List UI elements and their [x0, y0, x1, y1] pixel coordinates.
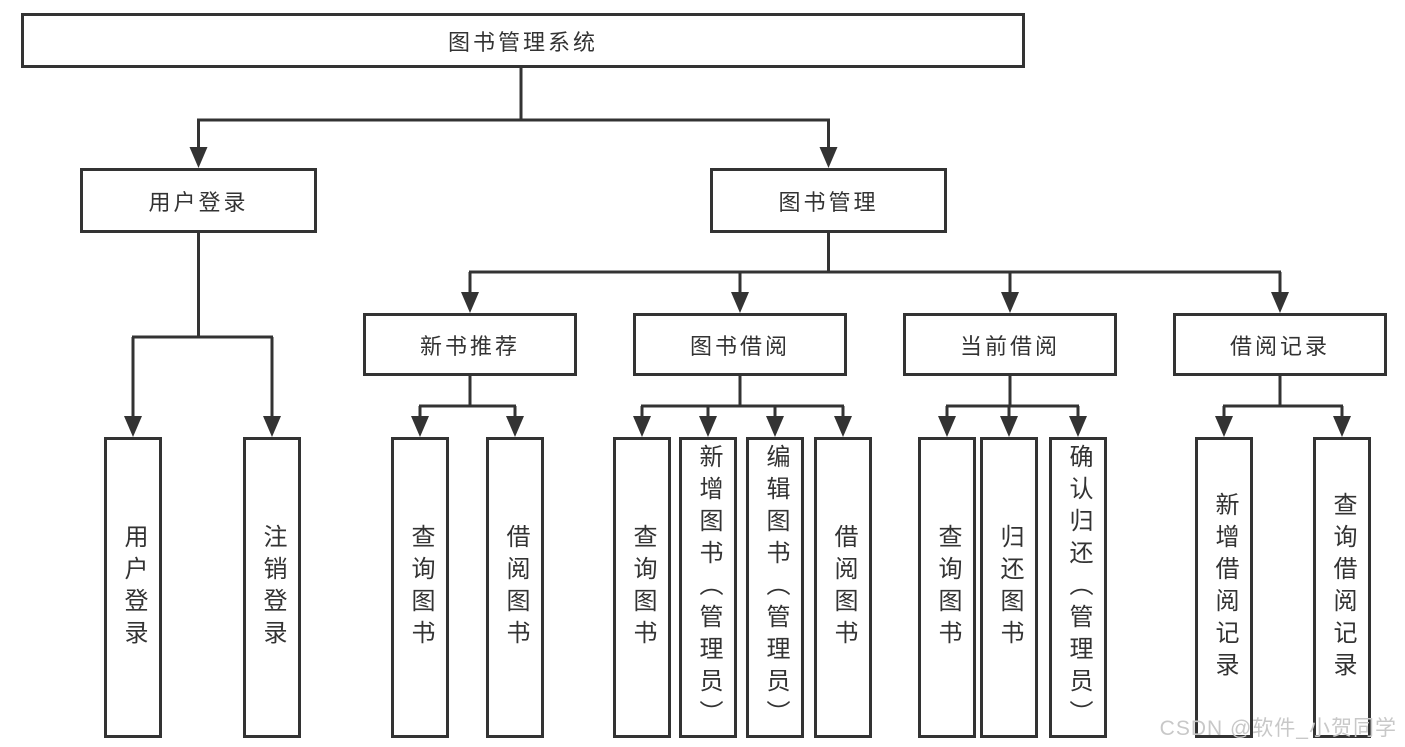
leaf-add-books-admin: 新增图书（管理员）	[679, 437, 737, 738]
leaf-add-borrow-record: 新增借阅记录	[1195, 437, 1253, 738]
node-borrowing-records-label: 借阅记录	[1229, 333, 1330, 359]
node-new-book-recommend-label: 新书推荐	[419, 333, 520, 359]
arrowhead	[1333, 416, 1351, 437]
leaf-borrowing-search-books-label: 查询图书	[629, 523, 656, 652]
leaf-borrowing-borrow-books-label: 借阅图书	[830, 523, 857, 652]
leaf-borrowing-search-books: 查询图书	[613, 437, 671, 738]
leaf-logout-label: 注销登录	[259, 523, 286, 652]
leaf-recommend-borrow-books: 借阅图书	[486, 437, 544, 738]
arrowhead	[1001, 292, 1019, 313]
leaf-search-borrow-record-label: 查询借阅记录	[1329, 491, 1356, 684]
leaf-recommend-search-books-label: 查询图书	[407, 523, 434, 652]
node-book-borrowing-label: 图书借阅	[689, 333, 790, 359]
arrowhead	[1069, 416, 1087, 437]
csdn-watermark: CSDN @软件_小贺同学	[1159, 717, 1397, 740]
leaf-borrowing-borrow-books: 借阅图书	[814, 437, 872, 738]
leaf-add-borrow-record-label: 新增借阅记录	[1211, 491, 1238, 684]
node-current-borrowing: 当前借阅	[903, 313, 1117, 376]
node-new-book-recommend: 新书推荐	[363, 313, 577, 376]
leaf-edit-books-admin-label: 编辑图书（管理员）	[762, 443, 789, 732]
arrowhead	[731, 292, 749, 313]
leaf-return-books: 归还图书	[980, 437, 1038, 738]
arrowhead	[834, 416, 852, 437]
arrowhead	[699, 416, 717, 437]
arrowhead	[189, 147, 208, 168]
leaf-logout: 注销登录	[243, 437, 301, 738]
leaf-edit-books-admin: 编辑图书（管理员）	[746, 437, 804, 738]
leaf-current-search-books: 查询图书	[918, 437, 976, 738]
node-book-borrowing: 图书借阅	[633, 313, 847, 376]
arrowhead	[1271, 292, 1289, 313]
node-root-label: 图书管理系统	[447, 29, 598, 55]
arrowhead	[506, 416, 524, 437]
leaf-return-books-label: 归还图书	[996, 523, 1023, 652]
leaf-user-login-label: 用户登录	[120, 523, 147, 652]
node-borrowing-records: 借阅记录	[1173, 313, 1387, 376]
node-book-management-label: 图书管理	[778, 189, 879, 215]
node-root: 图书管理系统	[21, 13, 1025, 68]
leaf-recommend-search-books: 查询图书	[391, 437, 449, 738]
leaf-add-books-admin-label: 新增图书（管理员）	[695, 443, 722, 732]
connector-paths	[131, 68, 1344, 418]
node-book-management: 图书管理	[710, 168, 947, 233]
arrowhead	[766, 416, 784, 437]
arrowhead	[124, 416, 142, 437]
arrowhead	[1215, 416, 1233, 437]
arrowhead	[411, 416, 429, 437]
node-current-borrowing-label: 当前借阅	[959, 333, 1060, 359]
arrowhead	[461, 292, 479, 313]
leaf-current-search-books-label: 查询图书	[934, 523, 961, 652]
leaf-search-borrow-record: 查询借阅记录	[1313, 437, 1371, 738]
arrowhead	[633, 416, 651, 437]
leaf-user-login: 用户登录	[104, 437, 162, 738]
leaf-confirm-return-admin-label: 确认归还（管理员）	[1065, 443, 1092, 732]
node-user-login-label: 用户登录	[148, 189, 249, 215]
arrowhead	[263, 416, 281, 437]
arrowhead	[819, 147, 838, 168]
leaf-confirm-return-admin: 确认归还（管理员）	[1049, 437, 1107, 738]
arrowhead-group	[124, 147, 1351, 437]
leaf-recommend-borrow-books-label: 借阅图书	[502, 523, 529, 652]
arrowhead	[1000, 416, 1018, 437]
node-user-login: 用户登录	[80, 168, 317, 233]
arrowhead	[938, 416, 956, 437]
